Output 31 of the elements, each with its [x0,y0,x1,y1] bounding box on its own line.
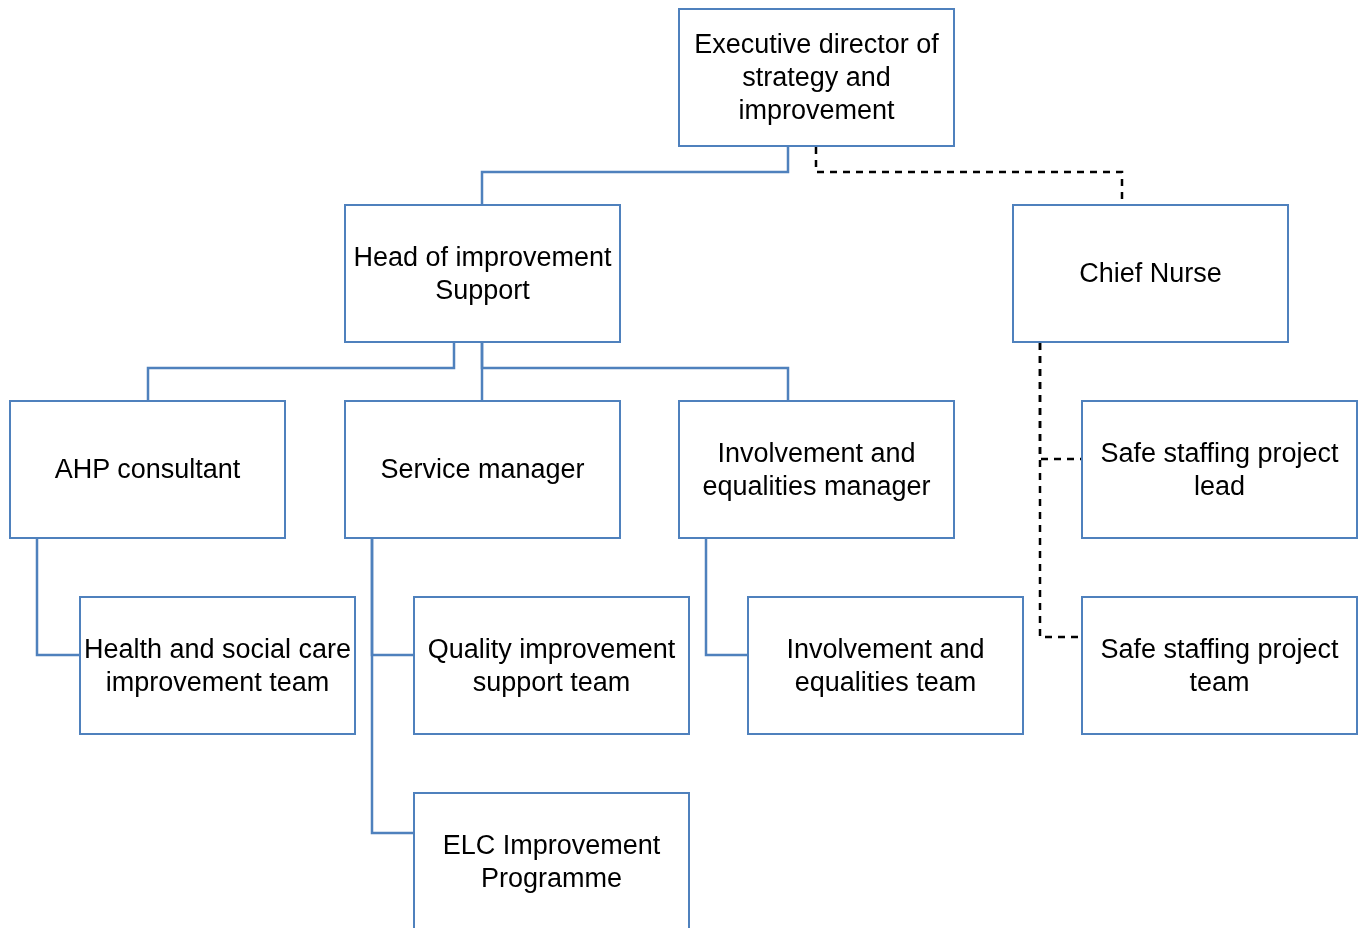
role-title: Chief Nurse [1079,257,1222,290]
role-title: ELC Improvement Programme [441,829,662,895]
connector-line [35,539,79,657]
role-box [9,400,286,539]
role-box [678,400,955,539]
role-box [79,596,356,735]
role-title: AHP consultant [54,453,241,486]
role-title: Executive director of strategy and improvement [693,28,940,127]
connector-line [704,539,747,657]
role-box [747,596,1024,735]
role-title: Health and social care improvement team [83,632,352,699]
role-box [344,400,621,539]
role-title: Quality improvement support team [426,632,677,699]
role-box [413,792,690,928]
role-title: Safe staffing project lead [1099,436,1340,503]
role-box [413,596,690,735]
role-box [1081,596,1358,735]
connector-line [480,147,790,204]
role-title: Service manager [380,453,585,486]
role-title: Safe staffing project team [1099,632,1340,699]
role-title: Involvement and equalities manager [701,436,932,503]
role-title: Involvement and equalities team [785,632,986,699]
connector-line [370,539,413,835]
role-box [678,8,955,147]
connector-line [146,343,456,400]
role-box [1012,204,1289,343]
dashed-connector [1038,343,1081,639]
connector-line [480,343,790,400]
role-title: Head of improvement Support [352,240,613,307]
role-box [344,204,621,343]
role-box [1081,400,1358,539]
